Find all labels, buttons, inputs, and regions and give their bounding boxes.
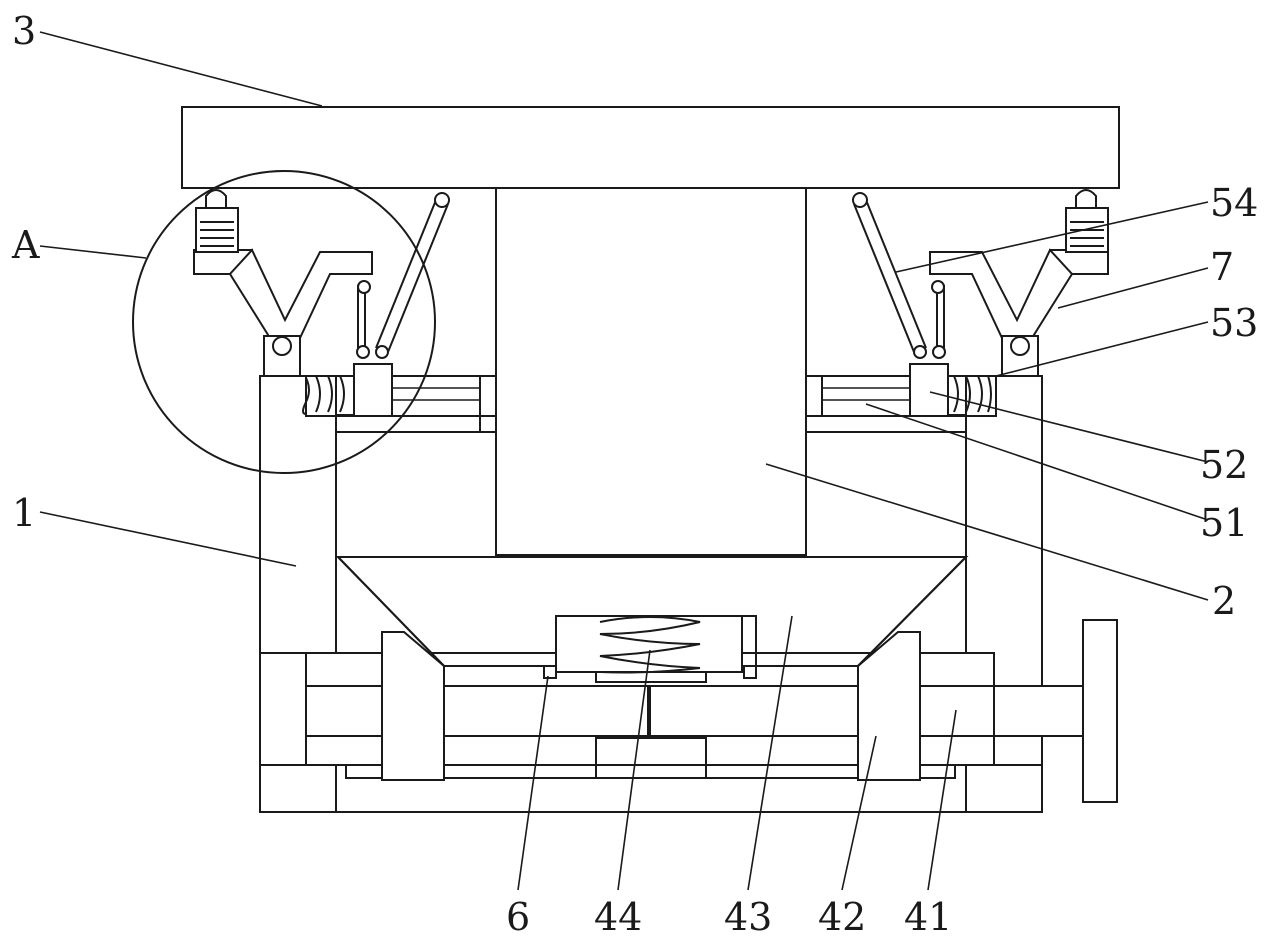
reference-labels: 3 A 1 54 7 53 52 51 2 6 44 43 42 41 [11,9,1258,939]
label-51: 51 [1200,501,1248,545]
right-linkage [852,189,1109,377]
leader-lines [39,31,1209,891]
label-53: 53 [1210,301,1258,345]
label-2: 2 [1212,579,1236,623]
label-44: 44 [594,895,642,939]
label-41: 41 [904,895,952,939]
label-a: A [11,223,40,267]
left-linkage [193,189,450,377]
label-43: 43 [724,895,772,939]
screw-rod [305,619,1118,803]
center-spring [595,616,707,683]
label-42: 42 [818,895,866,939]
label-52: 52 [1200,443,1248,487]
label-54: 54 [1210,181,1258,225]
detail-circle-a [132,170,436,474]
slide-blocks [337,556,967,781]
label-1: 1 [12,491,36,535]
label-3: 3 [12,9,36,53]
left-rail-assembly [302,363,497,417]
label-6: 6 [506,895,530,939]
label-7: 7 [1210,245,1234,289]
right-rail-assembly [805,363,997,417]
top-plate [181,106,1120,189]
central-column [495,187,807,556]
